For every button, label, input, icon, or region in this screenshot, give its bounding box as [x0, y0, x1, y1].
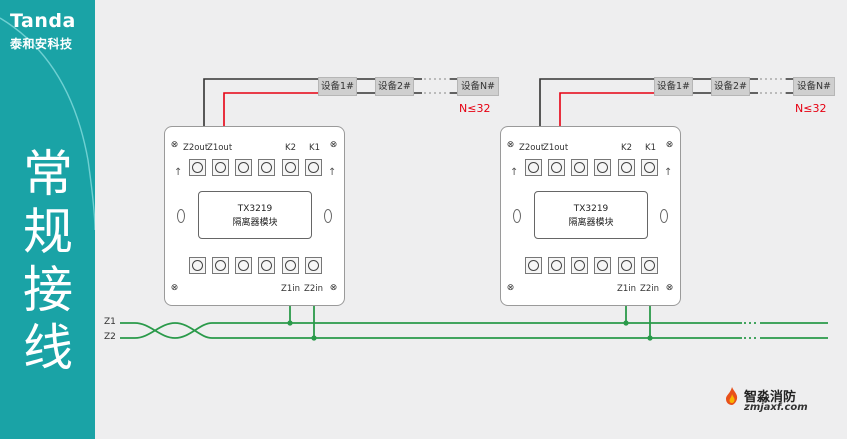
device-box-n: 设备N# — [793, 77, 835, 96]
mount-screw-icon: ⊗ — [665, 140, 674, 150]
module-label-panel: TX3219 隔离器模块 — [198, 191, 312, 239]
flame-icon — [726, 387, 738, 405]
bus-label-z2: Z2 — [104, 332, 116, 342]
bus-wires — [120, 296, 828, 339]
device-limit-label: N≤32 — [459, 102, 491, 115]
mount-screw-icon: ⊗ — [665, 283, 674, 293]
terminal-bottom-5 — [282, 257, 299, 274]
terminal-bottom-5 — [618, 257, 635, 274]
terminal-label-z1in: Z1in — [281, 284, 300, 294]
terminal-label-z2in: Z2in — [304, 284, 323, 294]
terminal-bottom-4 — [258, 257, 275, 274]
module-label-panel: TX3219 隔离器模块 — [534, 191, 648, 239]
terminal-bottom-3 — [235, 257, 252, 274]
mount-screw-icon: ⊗ — [329, 140, 338, 150]
terminal-top-5 — [618, 159, 635, 176]
up-arrow-icon: ↑ — [664, 167, 673, 178]
terminal-label-k2: K2 — [285, 143, 296, 153]
terminal-bottom-6 — [305, 257, 322, 274]
terminal-bottom-2 — [212, 257, 229, 274]
terminal-bottom-2 — [548, 257, 565, 274]
logo-url: zmjaxf.com — [744, 402, 808, 413]
isolator-module-1: ⊗ ⊗ ⊗ ⊗ Z2out Z1out K2 K1 ↑ ↑ TX3219 隔离器… — [164, 126, 345, 306]
mount-slot — [513, 209, 521, 223]
device-box-n: 设备N# — [457, 77, 499, 96]
sidebar-title-char: 接 — [23, 261, 73, 319]
mount-screw-icon: ⊗ — [506, 283, 515, 293]
brand-name-cn: 泰和安科技 — [10, 37, 73, 51]
terminal-label-k1: K1 — [645, 143, 656, 153]
brand-sidebar: Tanda 泰和安科技 常 规 接 线 — [0, 0, 95, 439]
terminal-bottom-1 — [189, 257, 206, 274]
module-name: 隔离器模块 — [568, 218, 614, 228]
terminal-label-z1out: Z1out — [543, 143, 569, 153]
logo-name-cn: 智淼消防 — [744, 390, 797, 405]
terminal-top-4 — [594, 159, 611, 176]
sidebar-title-char: 常 — [23, 145, 73, 203]
terminal-top-2 — [548, 159, 565, 176]
device-box-2: 设备2# — [375, 77, 414, 96]
isolator-module-2: ⊗ ⊗ ⊗ ⊗ Z2out Z1out K2 K1 ↑ ↑ TX3219 隔离器… — [500, 126, 681, 306]
sidebar-title-char: 规 — [23, 203, 73, 261]
terminal-bottom-4 — [594, 257, 611, 274]
terminal-top-1 — [525, 159, 542, 176]
terminal-label-z2out: Z2out — [183, 143, 209, 153]
device-box-2: 设备2# — [711, 77, 750, 96]
mount-slot — [660, 209, 668, 223]
brand-name-en: Tanda — [10, 10, 76, 32]
terminal-top-4 — [258, 159, 275, 176]
terminal-label-z1in: Z1in — [617, 284, 636, 294]
bus-junction-dots — [287, 320, 653, 341]
terminal-top-3 — [571, 159, 588, 176]
sidebar-title: 常 规 接 线 — [18, 145, 78, 377]
terminal-top-6 — [305, 159, 322, 176]
sidebar-title-char: 线 — [23, 319, 73, 377]
terminal-label-z2out: Z2out — [519, 143, 545, 153]
terminal-label-z2in: Z2in — [640, 284, 659, 294]
terminal-top-5 — [282, 159, 299, 176]
up-arrow-icon: ↑ — [510, 167, 519, 178]
terminal-top-6 — [641, 159, 658, 176]
device-box-1: 设备1# — [654, 77, 693, 96]
sidebar-arc-decoration — [0, 17, 95, 231]
terminal-bottom-3 — [571, 257, 588, 274]
mount-screw-icon: ⊗ — [170, 283, 179, 293]
device-limit-label: N≤32 — [795, 102, 827, 115]
module-model: TX3219 — [573, 204, 609, 214]
up-arrow-icon: ↑ — [328, 167, 337, 178]
terminal-label-k2: K2 — [621, 143, 632, 153]
up-arrow-icon: ↑ — [174, 167, 183, 178]
mount-slot — [177, 209, 185, 223]
terminal-label-z1out: Z1out — [207, 143, 233, 153]
module-model: TX3219 — [237, 204, 273, 214]
terminal-label-k1: K1 — [309, 143, 320, 153]
terminal-bottom-1 — [525, 257, 542, 274]
mount-screw-icon: ⊗ — [329, 283, 338, 293]
bus-label-z1: Z1 — [104, 317, 116, 327]
device-box-1: 设备1# — [318, 77, 357, 96]
module-name: 隔离器模块 — [232, 218, 278, 228]
terminal-bottom-6 — [641, 257, 658, 274]
mount-screw-icon: ⊗ — [506, 140, 515, 150]
mount-screw-icon: ⊗ — [170, 140, 179, 150]
terminal-top-1 — [189, 159, 206, 176]
terminal-top-3 — [235, 159, 252, 176]
terminal-top-2 — [212, 159, 229, 176]
mount-slot — [324, 209, 332, 223]
